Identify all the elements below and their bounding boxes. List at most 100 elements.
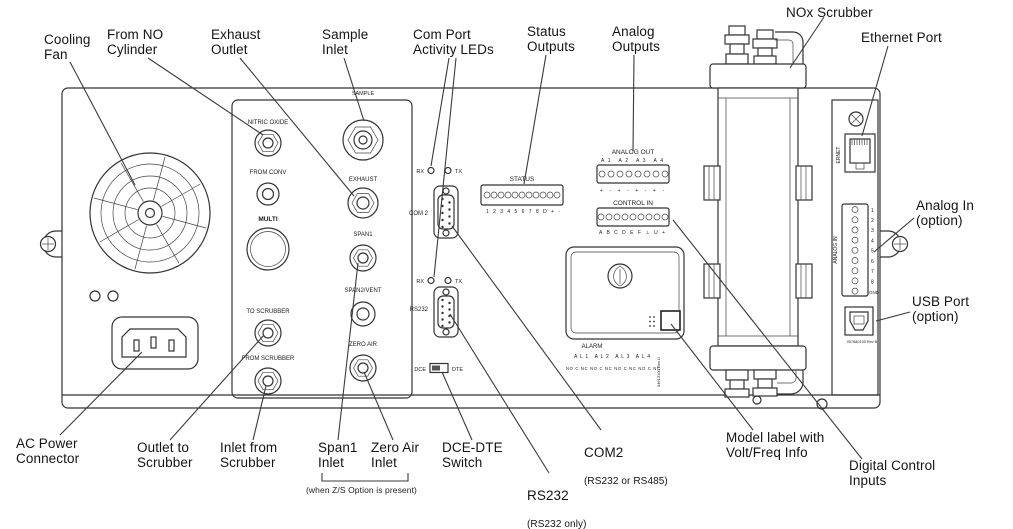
callout-nox-scrubber: NOx Scrubber	[786, 5, 873, 20]
callout-cooling-fan: Cooling Fan	[44, 32, 91, 62]
analog-in-pin-1: 1	[871, 208, 874, 214]
com2-port-label: COM 2	[409, 211, 429, 217]
rx-led-label: RX	[416, 169, 424, 175]
multi-label: MULTI	[258, 216, 278, 223]
com2-port: COM 2	[409, 185, 459, 239]
usb-rev-note: 057680100 Rev B	[847, 340, 878, 344]
leader-zero-air-inlet	[363, 371, 394, 441]
alarm-channels: AL1 AL2 AL3 AL4	[574, 354, 650, 360]
analog-in-pin-5: 5	[871, 249, 874, 255]
leader-ac-power	[59, 351, 143, 436]
model-label-connector	[660, 310, 681, 331]
rs232-port-label: RS232	[410, 307, 429, 313]
from-conv-fitting	[256, 182, 280, 206]
analog-in-pin-3: 3	[871, 228, 874, 234]
status-title: STATUS	[510, 176, 535, 183]
nitric-oxide-label: NITRIC OXIDE	[248, 120, 288, 126]
pneumatic-left-column: NITRIC OXIDE FROM CONV MULTI TO SCRUBBER	[242, 120, 295, 395]
leader-digital-control-inputs	[672, 219, 863, 460]
callout-zs-option-note: (when Z/S Option is present)	[306, 485, 417, 495]
callout-inlet-from-scrubber: Inlet from Scrubber	[220, 440, 278, 470]
nitric-oxide-fitting	[254, 129, 282, 157]
sample-fitting	[342, 119, 384, 161]
leader-exhaust-outlet	[239, 57, 355, 197]
leader-rs232	[449, 313, 550, 474]
tx-led-label: TX	[455, 169, 462, 175]
analog-out-terminal-block: ANALOG OUT A1 A2 A3 A4 + - + - + - + -	[596, 149, 670, 194]
leader-outlet-to-scrubber	[169, 334, 265, 441]
tx-led-label: TX	[455, 279, 462, 285]
leader-analog-outputs	[632, 54, 635, 152]
leader-dce-dte	[441, 371, 473, 441]
analog-in-pin-6: 6	[871, 259, 874, 265]
zero-air-fitting	[349, 354, 377, 382]
leader-com-leds-1	[430, 57, 450, 167]
leader-from-no-cylinder	[147, 57, 264, 136]
from-scrubber-label: FROM SCRUBBER	[242, 356, 295, 362]
alarm-title: ALARM	[582, 344, 603, 350]
sample-label: SAMPLE	[352, 91, 375, 97]
span1-label: SPAN1	[353, 232, 373, 238]
callout-status-outputs: Status Outputs	[527, 24, 575, 54]
ethernet-jack: ERNET	[836, 111, 876, 173]
from-conv-label: FROM CONV	[250, 170, 287, 176]
from-scrubber-fitting	[254, 367, 282, 395]
leader-model-label	[670, 323, 754, 431]
leader-sample-inlet	[343, 57, 365, 122]
tx-led	[444, 276, 452, 285]
ac-power-inlet	[111, 316, 199, 370]
leader-inlet-from-scrubber	[252, 385, 267, 441]
callout-usb-port: USB Port (option)	[912, 294, 970, 324]
leader-usb-port	[875, 311, 911, 322]
alarm-contacts: NO C NC NO C NC NO C NC NO C NC	[566, 366, 660, 371]
callout-rs232-title: RS232	[527, 487, 569, 503]
brand-leaf-logo	[607, 263, 633, 289]
analog-in-connector-label: ANALOG IN	[833, 236, 839, 264]
leader-cooling-fan	[69, 61, 136, 186]
callout-dce-dte-switch: DCE-DTE Switch	[442, 440, 503, 470]
callout-exhaust-outlet: Exhaust Outlet	[211, 27, 261, 57]
callout-ethernet-port: Ethernet Port	[861, 30, 942, 45]
status-terminal-block: STATUS 1 2 3 4 5 6 7 8 D + -	[480, 176, 564, 215]
nox-scrubber-assembly	[703, 25, 813, 398]
rx-led	[427, 276, 435, 285]
callout-ac-power-connector: AC Power Connector	[16, 436, 80, 466]
rx-led	[427, 166, 435, 175]
span2-vent-label: SPAN2/VENT	[345, 288, 382, 294]
leader-com2	[451, 225, 602, 431]
analog-in-connector: 1 2 3 4 5 6 7 8 GND ANALOG IN	[833, 203, 880, 297]
analog-in-pin-2: 2	[871, 218, 874, 224]
to-scrubber-label: TO SCRUBBER	[246, 309, 290, 315]
rx-led-label: RX	[416, 279, 424, 285]
model-label-dots	[649, 316, 655, 327]
callout-from-no-cylinder: From NO Cylinder	[107, 27, 164, 57]
rs232-port: RS232	[410, 286, 459, 338]
callout-model-label: Model label with Volt/Freq Info	[726, 430, 825, 460]
callout-digital-control-inputs: Digital Control Inputs	[849, 458, 936, 488]
callout-analog-outputs: Analog Outputs	[612, 24, 660, 54]
analog-out-title: ANALOG OUT	[612, 149, 655, 156]
usb-port-graphic: 057680100 Rev B	[844, 306, 878, 344]
leader-status-outputs	[523, 54, 547, 185]
pneumatic-mid-column: SAMPLE EXHAUST SPAN1 SPAN2/VENT	[342, 91, 384, 382]
callout-com2-sub: (RS232 or RS485)	[584, 475, 668, 487]
exhaust-fitting	[347, 187, 379, 219]
control-in-terminal-block: CONTROL IN A B C D E F ⊥ U +	[596, 200, 670, 236]
control-in-title: CONTROL IN	[613, 200, 653, 207]
zs-option-bracket	[321, 473, 409, 482]
control-in-pin-labels: A B C D E F ⊥ U +	[599, 230, 665, 236]
leader-ethernet-port	[861, 45, 889, 137]
leader-nox-scrubber	[789, 16, 825, 69]
span2-vent-fitting	[350, 301, 376, 327]
zero-air-label: ZERO AIR	[349, 342, 378, 348]
callout-zero-air-inlet: Zero Air Inlet	[371, 440, 420, 470]
span1-fitting	[349, 244, 377, 272]
exhaust-label: EXHAUST	[349, 177, 378, 183]
analog-in-pin-7: 7	[871, 269, 874, 275]
dce-label: DCE	[414, 367, 426, 373]
callout-outlet-to-scrubber: Outlet to Scrubber	[137, 440, 193, 470]
leader-lines	[59, 16, 915, 482]
alarm-relay-module: ALARM AL1 AL2 AL3 AL4 NO C NC NO C NC NO…	[565, 246, 685, 387]
